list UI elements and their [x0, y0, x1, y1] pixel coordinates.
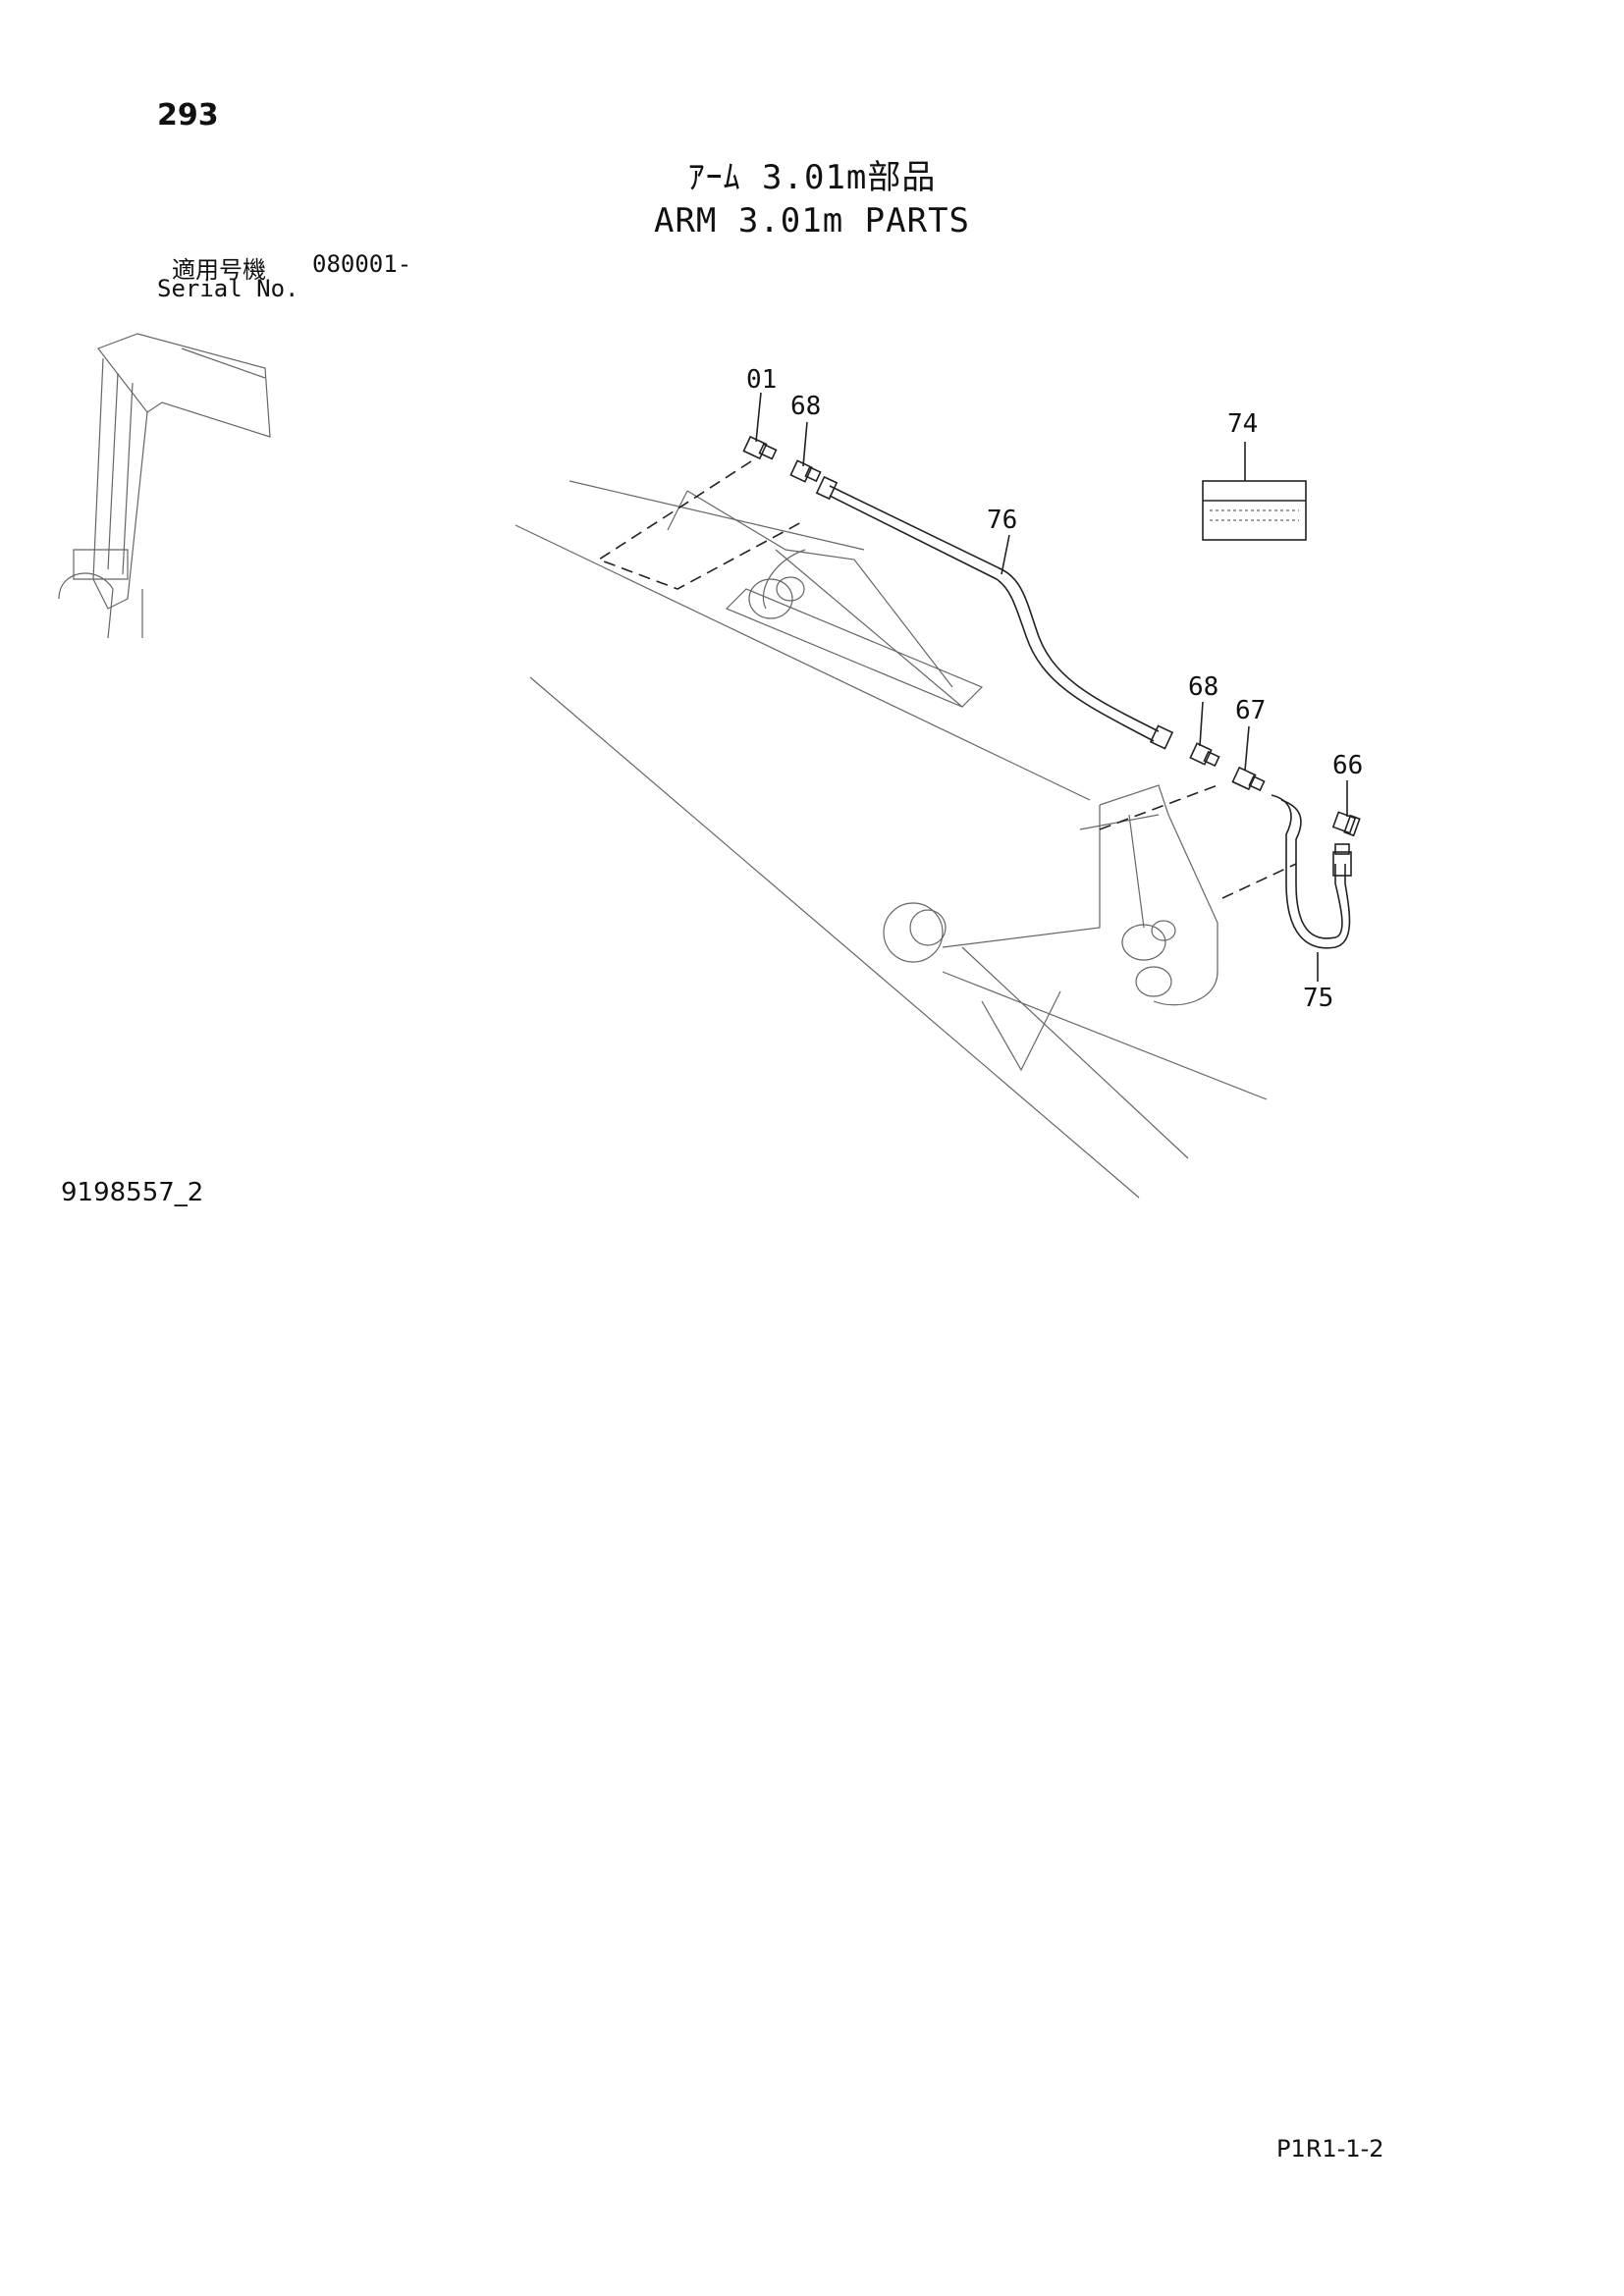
- dashed-reference-lines: [597, 460, 1297, 899]
- callout-74: 74: [1227, 409, 1258, 439]
- callout-68-upper: 68: [790, 392, 821, 421]
- fitting-01: [742, 435, 778, 460]
- pipe-76: [815, 475, 1174, 750]
- hose-75: [1271, 794, 1352, 949]
- fitting-68-upper: [789, 459, 822, 483]
- arm-parts-diagram: 01 68 74 76 68 67 66 75: [58, 333, 1363, 1199]
- arm-structure: [514, 480, 1268, 1199]
- title-english: ARM 3.01m PARTS: [653, 201, 971, 240]
- callout-66: 66: [1332, 751, 1363, 780]
- title-japanese: ｱｰﾑ 3.01m部品: [687, 158, 937, 197]
- sheet-reference: P1R1-1-2: [1276, 2135, 1384, 2163]
- label-74: [1202, 480, 1307, 541]
- serial-number-value: 080001-: [312, 250, 412, 278]
- drawing-id: 9198557_2: [61, 1178, 204, 1207]
- callout-01: 01: [746, 365, 777, 395]
- callout-68-lower: 68: [1188, 672, 1218, 702]
- serial-label-english: Serial No.: [157, 275, 299, 302]
- leader-lines: [755, 392, 1348, 982]
- serial-label-japanese: 適用号機: [172, 256, 266, 284]
- fitting-68-lower: [1189, 742, 1220, 768]
- key-map-thumbnail: [58, 333, 271, 639]
- callout-67: 67: [1235, 696, 1266, 725]
- page-number: 293: [157, 98, 219, 133]
- callout-75: 75: [1303, 984, 1333, 1013]
- callout-76: 76: [987, 506, 1017, 535]
- fitting-67: [1231, 766, 1266, 792]
